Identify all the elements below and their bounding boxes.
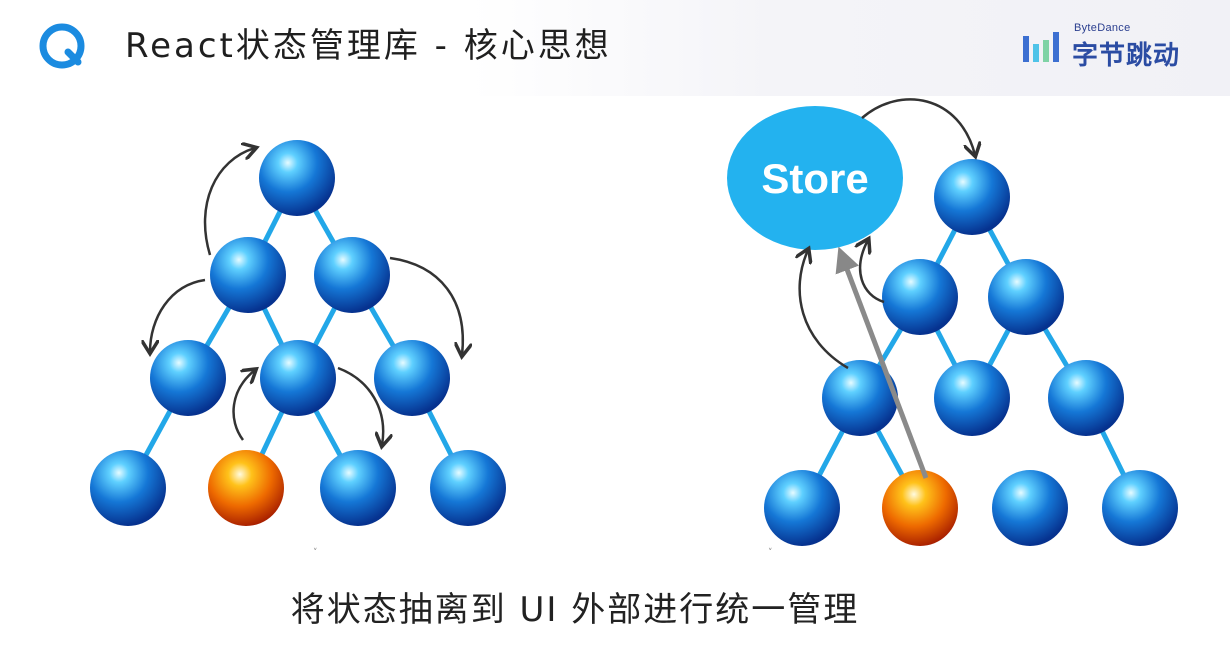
left-node-l3a: [150, 340, 226, 416]
left-node-l4c: [320, 450, 396, 526]
bytedance-bars-icon: [1023, 32, 1059, 62]
right-node-l3a: [822, 360, 898, 436]
page-title: React状态管理库 - 核心思想: [125, 26, 612, 66]
brand-logo: ByteDance 字节跳动: [1022, 22, 1192, 71]
right-node-l3b: [934, 360, 1010, 436]
left-node-l2a: [210, 237, 286, 313]
left-tree-edges: [125, 176, 471, 490]
store-label: Store: [761, 155, 868, 202]
right-node-l4a: [764, 470, 840, 546]
right-node-l3c: [1048, 360, 1124, 436]
right-tree-nodes: [764, 159, 1178, 546]
app-logo-icon: [39, 23, 85, 69]
right-node-l4d: [1102, 470, 1178, 546]
left-node-l2b: [314, 237, 390, 313]
left-node-state-source: [208, 450, 284, 526]
brand-name: 字节跳动: [1072, 41, 1181, 71]
left-tree-nodes: [90, 140, 506, 526]
slide-header: React状态管理库 - 核心思想 ByteDance 字节跳动: [0, 0, 1230, 96]
left-node-l4d: [430, 450, 506, 526]
right-node-l2b: [988, 259, 1064, 335]
right-node-state-source: [882, 470, 958, 546]
left-node-l3b: [260, 340, 336, 416]
store-node: Store: [727, 106, 903, 250]
left-tree-arrows: [150, 148, 463, 445]
placeholder-mark-right: ˅: [768, 548, 773, 558]
brand-small-text: ByteDance: [1074, 22, 1131, 34]
left-node-l4a: [90, 450, 166, 526]
left-node-l3c: [374, 340, 450, 416]
right-tree-arrows: [800, 98, 975, 370]
state-to-store-arrow: [835, 246, 929, 479]
placeholder-mark-left: ˅: [313, 548, 318, 558]
right-node-l2a: [882, 259, 958, 335]
right-node-l4c: [992, 470, 1068, 546]
right-node-root: [934, 159, 1010, 235]
slide-caption: 将状态抽离到 UI 外部进行统一管理: [290, 590, 860, 630]
left-node-root: [259, 140, 335, 216]
right-tree-edges: [799, 195, 1143, 510]
header-decoration: [470, 0, 1230, 96]
